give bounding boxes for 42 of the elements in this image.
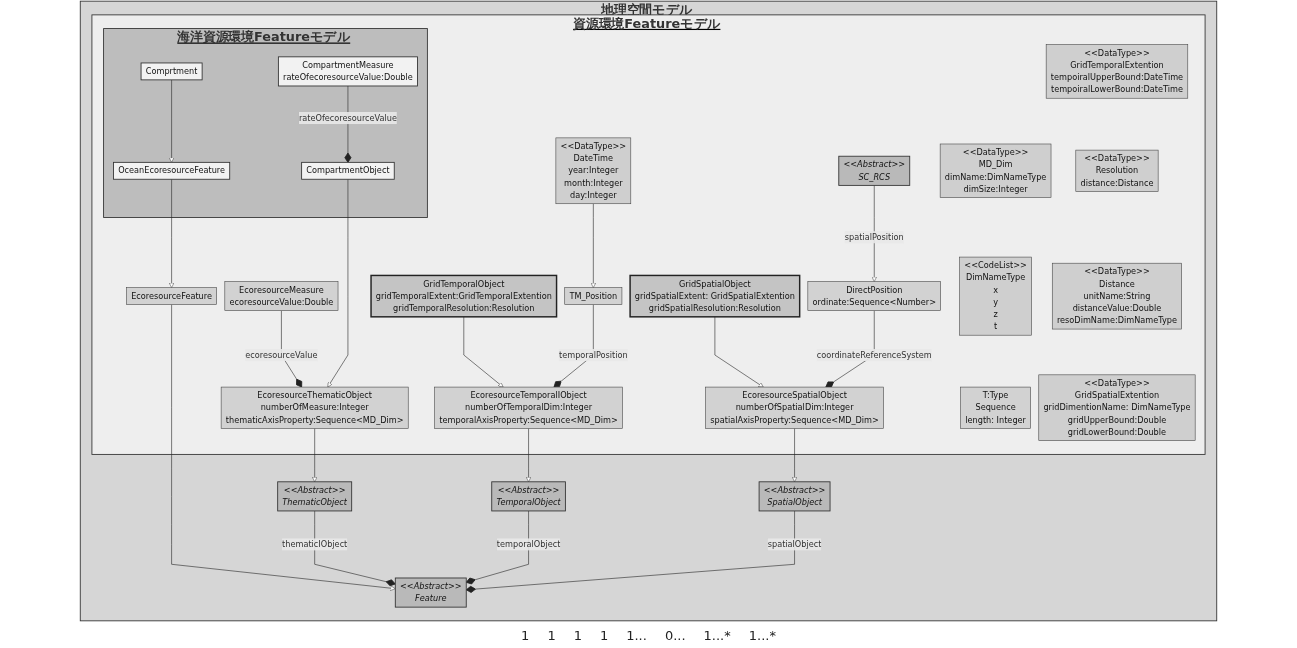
node-box: GridSpatialObject gridSpatialExtent: GridSpatialExtention gridSpatialResolution:Resolution <box>629 274 801 318</box>
multiplicity-label: 1... <box>626 627 647 643</box>
edge-label: spatialObject <box>767 539 822 549</box>
node-box: EcoresourceThematicObject numberOfMeasure:Integer thematicAxisProperty:Sequence<MD_Dim> <box>220 386 409 429</box>
edge-label: coordinateReferenceSystem <box>816 350 932 360</box>
node-box: <<CodeList>> DimNameType x y z t <box>959 256 1032 336</box>
node-box: EcoresourceFeature <box>126 287 217 305</box>
multiplicity-label: 1...* <box>703 627 731 643</box>
node-box: EcoresourceMeasure ecoresourceValue:Double <box>224 281 339 311</box>
node-box: <<Abstract>> SpatialObject <box>758 481 831 512</box>
multiplicity-label: 1 <box>599 627 609 643</box>
edge-label: ecoresourceValue <box>245 350 318 360</box>
node-box: <<Abstract>> TemporalObject <box>491 481 566 512</box>
multiplicity-label: 1 <box>521 627 530 643</box>
node-box: <<Abstract>> Feature <box>394 577 467 608</box>
node-box: <<DataType>> DateTime year:Integer month:Integer day:Integer <box>555 137 632 205</box>
edge-label: rateOfecoresourceValue <box>298 113 397 123</box>
node-box: <<Abstract>> ThematicObject <box>277 481 353 512</box>
edge-label: temporalPosition <box>558 350 628 360</box>
node-box: T:Type Sequence length: Integer <box>960 386 1031 429</box>
edge-label: thematicIObject <box>282 539 348 549</box>
edge-label: temporalObject <box>496 539 561 549</box>
node-box: OceanEcoresourceFeature <box>113 161 231 180</box>
multiplicity-label: 1...* <box>748 627 776 643</box>
node-box: <<DataType>> GridSpatialExtention gridDimentionName: DimNameType gridUpperBound:Double gridLowerBound:Double <box>1038 374 1196 441</box>
node-box: EcoresourceSpatialObject numberOfSpatialDim:Integer spatialAxisProperty:Sequence<MD_Dim> <box>705 386 884 429</box>
node-box: <<DataType>> Resolution distance:Distance <box>1075 149 1159 192</box>
multiplicity-label: 0... <box>664 627 686 643</box>
node-box: GridTemporalObject gridTemporalExtent:GridTemporalExtention gridTemporalResolution:Resolution <box>370 274 558 318</box>
node-box: <<DataType>> Distance unitName:String distanceValue:Double resoDimName:DimNameType <box>1051 262 1182 330</box>
node-box: EcoresourceTemporalIObject numberOfTemporalDim:Integer temporalAxisProperty:Sequence<MD_Dim> <box>434 386 623 429</box>
node-box: CompartmentObject <box>301 161 395 180</box>
node-box: CompartmentMeasure rateOfecoresourceValue:Double <box>277 56 418 87</box>
node-box: <<Abstract>> SC_RCS <box>838 155 911 186</box>
multiplicity-label: 1 <box>573 627 582 643</box>
multiplicity-label: 1 <box>547 627 556 643</box>
edge-label: spatialPosition <box>844 232 904 242</box>
node-box: TM_Position <box>564 287 623 305</box>
node-box: <<DataType>> GridTemporalExtention tempoiralUpperBound:DateTime tempoiralLowerBound:DateTime <box>1045 44 1189 99</box>
node-box: DirectPosition ordinate:Sequence<Number> <box>807 281 941 311</box>
node-box: Comprtment <box>140 62 203 81</box>
node-box: <<DataType>> MD_Dim dimName:DimNameType dimSize:Integer <box>939 143 1052 198</box>
